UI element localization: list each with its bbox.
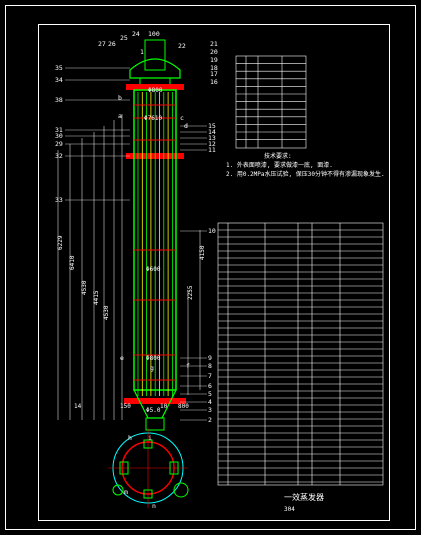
vessel-label-outlet: Φ5.0 — [146, 407, 161, 414]
dimension-label: 800 — [178, 403, 189, 410]
dimension-label: 14 — [74, 403, 82, 410]
tube-bundle — [134, 92, 176, 396]
callout-number: 4 — [208, 398, 212, 406]
callout-number: 22 — [178, 42, 186, 50]
dimension-label: 10 — [160, 403, 168, 410]
nozzle-letter: e — [120, 354, 124, 362]
drawing-name: 一效蒸发器 — [284, 493, 324, 502]
technical-requirements: 技术要求: 1. 外表面喷漆, 要求做漆一底, 面漆. 2. 用0.2MPa水压… — [226, 152, 386, 179]
callout-number: 13 — [208, 134, 216, 142]
callout-number: 20 — [210, 48, 218, 56]
bom-table — [217, 222, 384, 486]
flange-top — [126, 84, 184, 90]
sheet-frame — [5, 5, 416, 530]
callout-number: 8 — [208, 362, 212, 370]
callout-number: 26 — [108, 40, 116, 48]
requirements-title: 技术要求: — [264, 153, 292, 160]
nozzle-letter: a — [118, 112, 122, 120]
callout-number: 35 — [55, 64, 63, 72]
callout-number: 7 — [208, 372, 212, 380]
dimension-label: 6410 — [69, 255, 76, 270]
callout-number: 19 — [210, 56, 218, 64]
callout-number: 14 — [208, 128, 216, 136]
nozzle-letter: n — [152, 502, 156, 510]
dimension-label: 4150 — [199, 245, 206, 260]
nozzle-letter: d — [184, 122, 188, 130]
callout-number: 27 — [98, 40, 106, 48]
nozzle-letter: i — [148, 434, 152, 442]
callout-number: 5 — [208, 390, 212, 398]
callout-number: 10 — [208, 227, 216, 235]
nozzle-letter: c — [180, 114, 184, 122]
callout-number: 6 — [208, 382, 212, 390]
callout-number: 24 — [132, 30, 140, 38]
flange-bottom — [124, 398, 186, 404]
nozzle-letter: f — [186, 362, 190, 370]
callout-number: 17 — [210, 70, 218, 78]
dimension-label: 4415 — [93, 290, 100, 305]
parts-list-table — [235, 55, 307, 149]
callout-number: 100 — [148, 30, 160, 38]
callout-number: 32 — [55, 152, 63, 160]
vessel-label-bottom: Φ800 — [146, 355, 161, 362]
callout-number: 15 — [208, 122, 216, 130]
vessel-label-shell: Φ600 — [146, 266, 161, 273]
vessel-label-tubesheet: Φ7610 — [144, 115, 162, 122]
callout-number: 3 — [208, 406, 212, 414]
dimension-label: 150 — [120, 403, 131, 410]
dimension-label: 4530 — [103, 305, 110, 320]
inner-frame — [38, 24, 390, 521]
nozzle-letter: h — [128, 434, 132, 442]
callout-number: 11 — [208, 146, 216, 154]
requirement-item-2: 2. 用0.2MPa水压试验, 保压30分钟不得有渗漏现象发生. — [226, 171, 385, 178]
callout-number: 16 — [210, 78, 218, 86]
callout-number: 29 — [55, 140, 63, 148]
vessel-label-top: Φ800 — [148, 87, 163, 94]
callout-number: 30 — [55, 132, 63, 140]
callout-number: 31 — [55, 126, 63, 134]
nozzle-letter: m — [124, 488, 128, 496]
callout-number: 12 — [208, 140, 216, 148]
callout-number: 18 — [210, 64, 218, 72]
callout-number: 33 — [55, 196, 63, 204]
requirement-item-1: 1. 外表面喷漆, 要求做漆一底, 面漆. — [226, 162, 333, 169]
callout-number: 34 — [55, 76, 63, 84]
section-plan-view — [108, 428, 189, 508]
dimension-label: 2255 — [187, 285, 194, 300]
callout-number: 25 — [120, 34, 128, 42]
callout-number: 1 — [140, 48, 144, 56]
dimension-label: 4530 — [81, 280, 88, 295]
title-block: 一效蒸发器 304 — [229, 488, 386, 516]
callout-number: 2 — [208, 416, 212, 424]
callout-number: 9 — [208, 354, 212, 362]
dimension-label: 6229 — [57, 235, 64, 250]
nozzle-letter: g — [150, 364, 154, 372]
drawing-number: 304 — [284, 506, 295, 513]
callout-number: 21 — [210, 40, 218, 48]
vessel-labels: Φ800 Φ7610 Φ600 Φ800 Φ5.0 — [144, 87, 163, 414]
nozzle-letter: b — [118, 94, 122, 102]
callout-number: 38 — [55, 96, 63, 104]
